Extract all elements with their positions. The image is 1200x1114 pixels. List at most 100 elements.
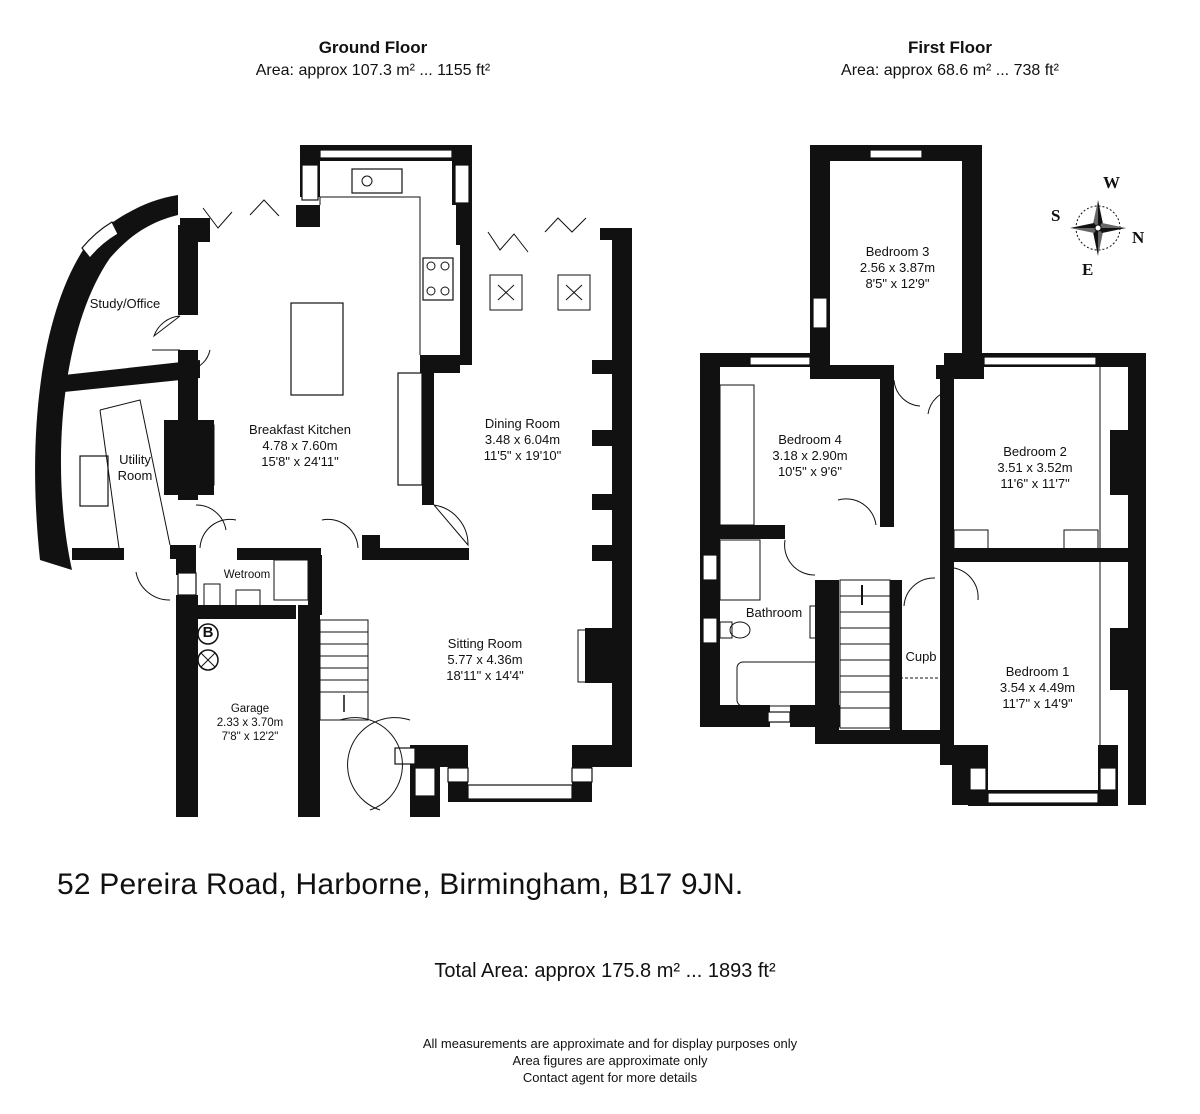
counter bbox=[320, 196, 421, 355]
room-kitchen-name: Breakfast Kitchen bbox=[249, 422, 351, 437]
compass-w-label: W bbox=[1103, 173, 1120, 192]
room-dining-imperial: 11'5" x 19'10" bbox=[483, 448, 562, 463]
gf-wall bbox=[176, 545, 196, 575]
bifold-door bbox=[249, 199, 280, 217]
gf-wall bbox=[178, 225, 198, 315]
window bbox=[969, 767, 987, 791]
door-swing bbox=[837, 498, 877, 526]
bath-basin bbox=[809, 605, 833, 639]
door-swing bbox=[903, 577, 936, 607]
compass-n-label: N bbox=[1132, 228, 1145, 247]
room-garage-metric: 2.33 x 3.70m bbox=[216, 717, 284, 729]
first-floor-title: First Floor bbox=[907, 38, 993, 57]
room-garage-name: Garage bbox=[230, 703, 270, 715]
room-bed1-metric: 3.54 x 4.49m bbox=[999, 680, 1076, 695]
gf-wall bbox=[362, 548, 469, 560]
bath-tub bbox=[736, 661, 830, 707]
stairs bbox=[319, 619, 369, 721]
room-wetroom-label: Wetroom bbox=[223, 569, 271, 581]
sink-utility bbox=[79, 455, 109, 507]
door-swing bbox=[135, 571, 171, 601]
gf-wall bbox=[296, 205, 320, 227]
room-bathroom-label: Bathroom bbox=[745, 605, 803, 620]
ff-wardrobe bbox=[719, 384, 755, 526]
room-bed4-imperial: 10'5" x 9'6" bbox=[777, 464, 843, 479]
first-floor-area: Area: approx 68.6 m² ... 738 ft² bbox=[841, 62, 1059, 79]
room-kitchen-metric: 4.78 x 7.60m bbox=[262, 438, 338, 453]
ff-wall bbox=[940, 365, 954, 765]
gf-wall bbox=[164, 420, 214, 495]
window bbox=[702, 617, 718, 644]
window bbox=[767, 711, 791, 723]
gf-wall bbox=[460, 245, 472, 365]
door-swing bbox=[347, 717, 411, 811]
bath-shower bbox=[719, 539, 761, 601]
room-utility-name: Utility bbox=[119, 452, 151, 467]
hob bbox=[422, 257, 454, 301]
door-swing bbox=[784, 539, 816, 576]
total-area: Total Area: approx 175.8 m² ... 1893 ft² bbox=[434, 960, 776, 982]
gf-wall bbox=[237, 548, 321, 560]
ff-wall bbox=[952, 745, 970, 805]
room-dining-name: Dining Room bbox=[484, 416, 561, 431]
door-swing bbox=[195, 504, 227, 531]
window bbox=[749, 356, 811, 366]
window bbox=[869, 149, 923, 159]
door-swing bbox=[893, 379, 921, 407]
gf-wall bbox=[64, 360, 200, 392]
gf-wall bbox=[422, 355, 434, 505]
island bbox=[290, 302, 344, 396]
room-sitting-imperial: 18'11" x 14'4" bbox=[446, 668, 524, 683]
gf-wall bbox=[176, 595, 198, 817]
door-swing bbox=[927, 389, 955, 415]
room-bed4-name: Bedroom 4 bbox=[778, 432, 842, 447]
skylight bbox=[489, 274, 523, 311]
compass-icon bbox=[1070, 200, 1126, 256]
gf-wall bbox=[456, 205, 472, 245]
gf-wall bbox=[592, 494, 614, 510]
disclaimer-line-1: All measurements are approximate and for… bbox=[422, 1036, 798, 1051]
room-sitting-metric: 5.77 x 4.36m bbox=[447, 652, 523, 667]
room-cupboard-label: Cupb bbox=[905, 649, 937, 664]
room-bed3-metric: 2.56 x 3.87m bbox=[859, 260, 936, 275]
room-bed4-metric: 3.18 x 2.90m bbox=[772, 448, 848, 463]
property-address: 52 Pereira Road, Harborne, Birmingham, B… bbox=[57, 868, 744, 901]
ff-wall bbox=[1110, 628, 1132, 690]
room-kitchen-label: Breakfast Kitchen 4.78 x 7.60m 15'8" x 2… bbox=[220, 422, 380, 470]
skylight bbox=[557, 274, 591, 311]
compass-s-label: S bbox=[1051, 206, 1061, 225]
window bbox=[81, 221, 119, 259]
room-bed2-imperial: 11'6" x 11'7" bbox=[1000, 476, 1070, 491]
room-bed4-label: Bedroom 4 3.18 x 2.90m 10'5" x 9'6" bbox=[740, 432, 880, 480]
room-bed1-label: Bedroom 1 3.54 x 4.49m 11'7" x 14'9" bbox=[970, 664, 1105, 712]
window bbox=[987, 792, 1099, 804]
window bbox=[812, 297, 828, 329]
room-bed1-imperial: 11'7" x 14'9" bbox=[1002, 696, 1073, 711]
shower bbox=[273, 559, 309, 601]
compass-e-label: E bbox=[1082, 260, 1094, 279]
window bbox=[467, 784, 573, 800]
window bbox=[447, 767, 469, 783]
gf-wall bbox=[302, 760, 320, 817]
room-bed3-imperial: 8'5" x 12'9" bbox=[865, 276, 930, 291]
gf-wall bbox=[592, 360, 614, 374]
room-garage-label: Garage 2.33 x 3.70m 7'8" x 12'2" bbox=[200, 702, 300, 744]
gf-wall bbox=[176, 605, 296, 619]
room-bed3-label: Bedroom 3 2.56 x 3.87m 8'5" x 12'9" bbox=[830, 244, 965, 292]
room-bed2-label: Bedroom 2 3.51 x 3.52m 11'6" x 11'7" bbox=[965, 444, 1105, 492]
gf-wall bbox=[585, 628, 613, 683]
window bbox=[177, 572, 197, 596]
gf-wall bbox=[600, 228, 632, 240]
window bbox=[454, 164, 470, 204]
sink-gf bbox=[351, 168, 403, 194]
ff-wall bbox=[962, 145, 982, 367]
window bbox=[319, 149, 453, 159]
gf-wall bbox=[592, 545, 614, 561]
disclaimer-line-2: Area figures are approximate only bbox=[512, 1053, 708, 1068]
ff-wall bbox=[810, 145, 830, 367]
bifold-door bbox=[202, 207, 233, 229]
window bbox=[414, 767, 436, 797]
room-bed2-name: Bedroom 2 bbox=[1003, 444, 1067, 459]
room-dining-label: Dining Room 3.48 x 6.04m 11'5" x 19'10" bbox=[450, 416, 595, 464]
